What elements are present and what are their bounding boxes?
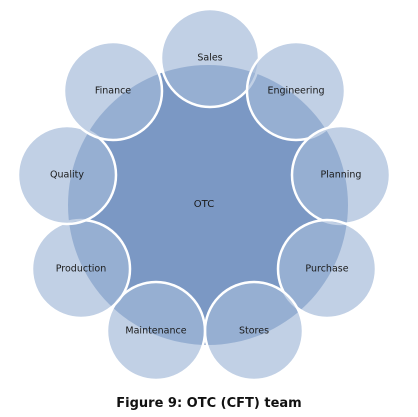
node-label-planning: Planning	[321, 170, 362, 181]
node-label-quality: Quality	[50, 170, 84, 181]
node-label-maintenance: Maintenance	[125, 326, 186, 337]
node-label-finance: Finance	[95, 86, 131, 97]
node-circle-quality	[16, 124, 118, 226]
figure-caption: Figure 9: OTC (CFT) team	[116, 396, 302, 411]
node-circle-finance	[62, 40, 164, 142]
otc-cft-team-diagram: OTC SalesEngineeringPlanningPurchaseStor…	[16, 7, 392, 382]
node-circle-engineering	[245, 40, 347, 142]
team-nodes	[16, 7, 392, 382]
node-label-stores: Stores	[239, 326, 269, 337]
node-circle-purchase	[276, 218, 378, 320]
node-circle-maintenance	[105, 280, 207, 382]
otc-center-label: OTC	[194, 199, 214, 210]
node-label-purchase: Purchase	[305, 264, 348, 275]
node-label-production: Production	[56, 264, 107, 275]
node-label-engineering: Engineering	[268, 86, 325, 97]
node-label-sales: Sales	[197, 53, 222, 64]
